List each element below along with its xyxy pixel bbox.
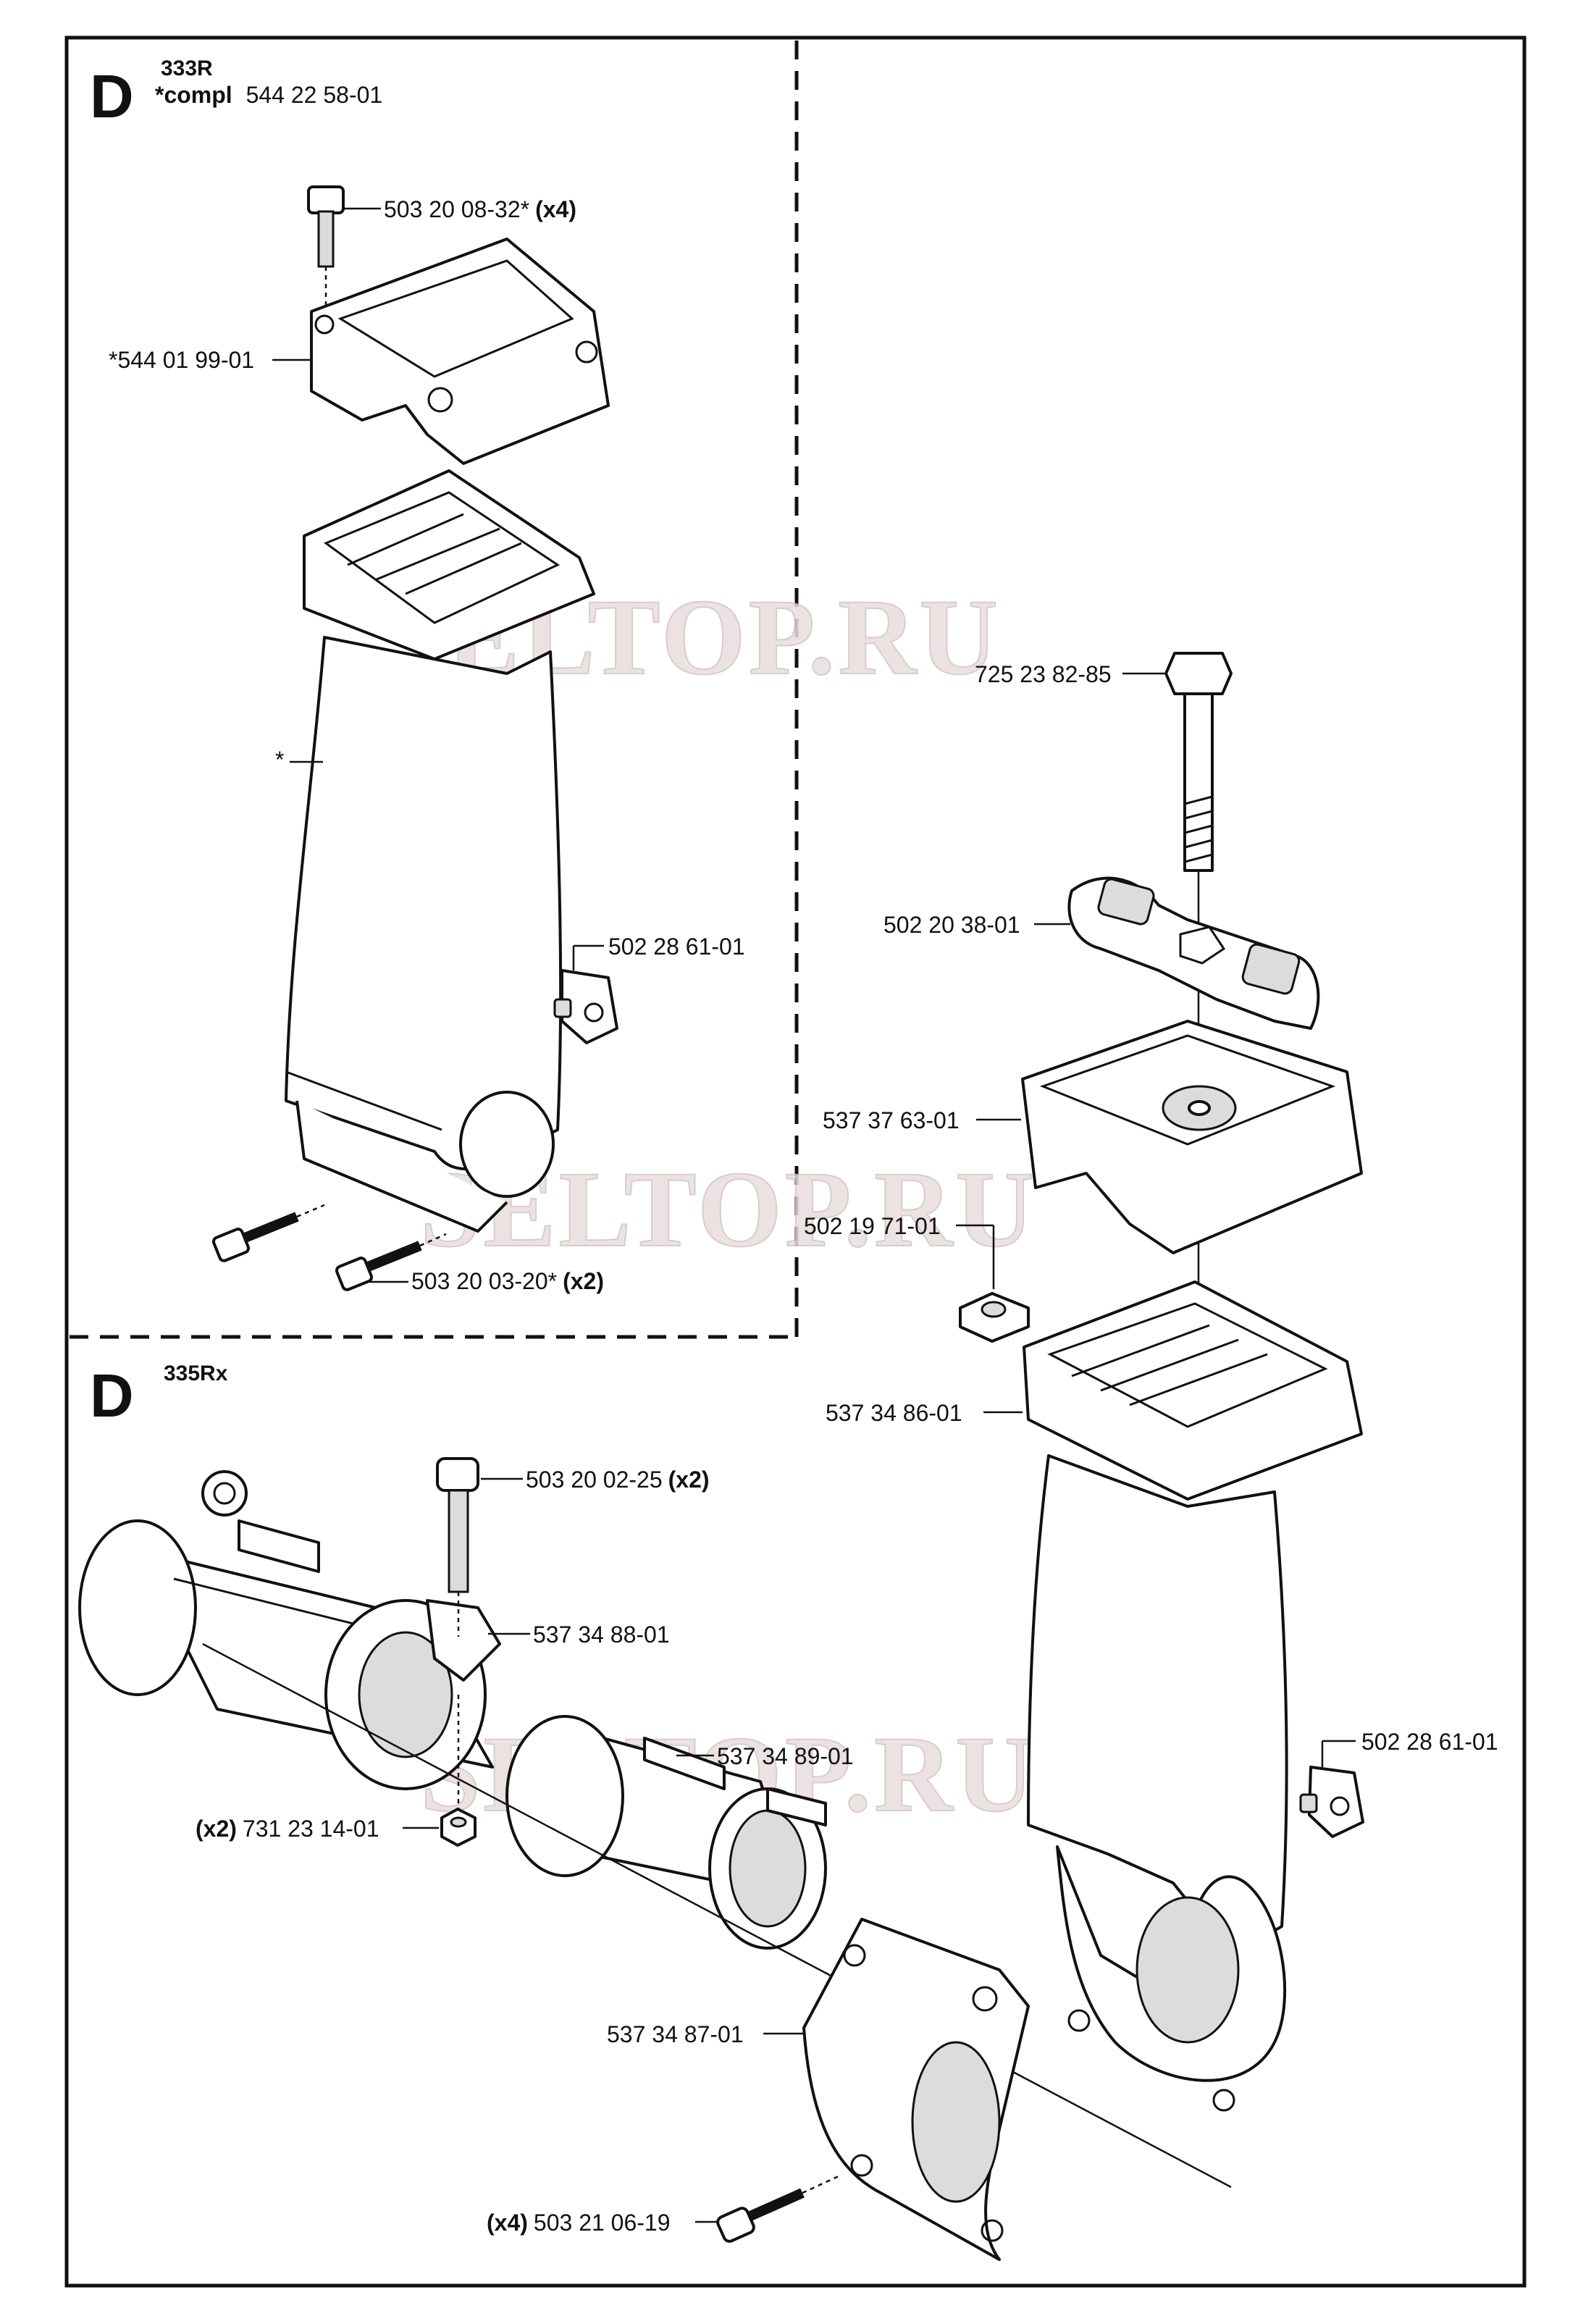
model-333r: 333R <box>161 56 213 80</box>
label-lower-clamp: 537 34 87-01 <box>607 2021 744 2047</box>
right-handle-body <box>1027 1454 1288 2112</box>
outer-frame <box>64 35 1527 2288</box>
top-screw <box>307 185 345 319</box>
bottom-screw-1 <box>211 1204 325 1262</box>
handle-cap <box>310 238 610 465</box>
lower-clamp <box>802 1918 1030 2261</box>
model-335rx: 335Rx <box>164 1362 228 1385</box>
label-nut-bottom: (x2)731 23 14-01 <box>196 1816 379 1842</box>
compl-line: *compl 544 22 58-01 <box>155 82 382 108</box>
handle-upper-bracket <box>303 469 595 660</box>
clamp-nut <box>440 1695 477 1847</box>
label-nut: 502 19 71-01 <box>804 1213 941 1239</box>
label-cap: *544 01 99-01 <box>109 347 254 373</box>
label-bracket: 537 34 86-01 <box>826 1400 962 1426</box>
wing-knob <box>1067 876 1320 1030</box>
label-clamp-screw: 503 20 02-25(x2) <box>526 1467 710 1493</box>
label-clamp: 537 34 88-01 <box>533 1622 670 1648</box>
label-sleeve: 537 34 89-01 <box>717 1743 854 1769</box>
compl-number: 544 22 58-01 <box>246 82 383 108</box>
label-clip-right: 502 28 61-01 <box>1361 1729 1498 1755</box>
tube-clamp <box>324 1599 501 1790</box>
label-handle: * <box>275 747 284 773</box>
label-screw-top: 503 20 08-32*(x4) <box>384 196 576 222</box>
lower-clamp-screw <box>716 2174 841 2243</box>
bottom-screw-2 <box>335 1233 447 1291</box>
clip-top <box>553 969 618 1044</box>
label-knob: 502 20 38-01 <box>883 912 1020 938</box>
top-cover <box>1021 1020 1363 1254</box>
label-clip-top: 502 28 61-01 <box>608 934 745 960</box>
compl-label: *compl <box>155 82 232 108</box>
square-nut <box>959 1292 1030 1343</box>
label-screw-bottom: 503 20 03-20*(x2) <box>411 1268 604 1294</box>
label-cover: 537 37 63-01 <box>823 1107 960 1133</box>
lower-bracket <box>1023 1280 1363 1501</box>
section-letter-bottom: D <box>90 1362 134 1430</box>
section-letter-top: D <box>90 62 134 130</box>
label-bolt: 725 23 82-85 <box>975 661 1112 687</box>
label-lower-clamp-screws: (x4)503 21 06-19 <box>487 2210 671 2236</box>
clamp-screw <box>436 1457 479 1637</box>
sleeve <box>202 1643 1232 2189</box>
clip-right <box>1299 1766 1364 1838</box>
handle-body <box>285 636 563 1233</box>
